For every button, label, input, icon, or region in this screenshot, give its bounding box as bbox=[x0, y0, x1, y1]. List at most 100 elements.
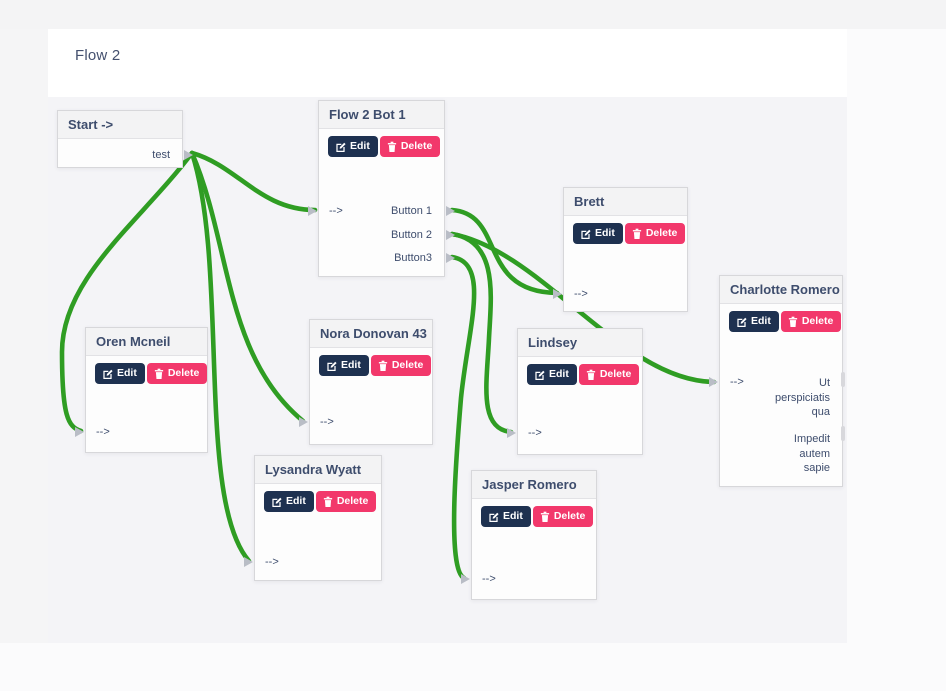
pencil-square-icon bbox=[534, 369, 545, 380]
port-arrow-icon bbox=[446, 206, 455, 216]
edit-button-label: Edit bbox=[595, 227, 615, 240]
output-port-flow2bot1-button-1[interactable]: Button 1 bbox=[391, 203, 455, 219]
delete-button-label: Delete bbox=[391, 359, 424, 372]
pencil-square-icon bbox=[488, 511, 499, 522]
trash-icon bbox=[378, 360, 388, 371]
delete-button[interactable]: Delete bbox=[578, 364, 640, 385]
connection-flow2bot1.button2-to-lindsey.in[interactable] bbox=[449, 231, 514, 435]
pencil-square-icon bbox=[580, 228, 591, 239]
flow-title: Flow 2 bbox=[75, 47, 121, 64]
node-lindsey[interactable]: Lindsey Edit Delete --> bbox=[507, 328, 643, 455]
connection-flow2bot1.button2-to-charlotte.in[interactable] bbox=[449, 231, 717, 385]
node-title: Lindsey bbox=[518, 329, 642, 357]
node-title: Brett bbox=[564, 188, 687, 216]
node-actions: Edit Delete bbox=[564, 216, 687, 244]
edit-button-label: Edit bbox=[341, 359, 361, 372]
delete-button[interactable]: Delete bbox=[780, 311, 842, 332]
delete-button-label: Delete bbox=[553, 510, 586, 523]
trash-icon bbox=[387, 141, 397, 152]
output-port-label: Button 1 bbox=[391, 205, 432, 217]
edit-button[interactable]: Edit bbox=[328, 136, 378, 157]
pencil-square-icon bbox=[736, 316, 747, 327]
input-port-brett[interactable]: --> bbox=[553, 286, 588, 302]
delete-button[interactable]: Delete bbox=[379, 136, 441, 157]
output-port-start-test[interactable]: test bbox=[152, 147, 193, 163]
input-port-lindsey[interactable]: --> bbox=[507, 425, 542, 441]
output-port-label: test bbox=[152, 149, 170, 161]
input-port-lysandra[interactable]: --> bbox=[244, 554, 279, 570]
connection-start.test-to-oren.in[interactable] bbox=[59, 150, 195, 434]
connection-start.test-to-lysandra.in[interactable] bbox=[189, 150, 252, 564]
connection-start.test-to-flow2bot1.in[interactable] bbox=[189, 150, 318, 213]
trash-icon bbox=[540, 511, 550, 522]
node-nora[interactable]: Nora Donovan 43 Edit Delete --> bbox=[299, 319, 433, 445]
delete-button[interactable]: Delete bbox=[370, 355, 432, 376]
node-title: Charlotte Romero bbox=[720, 276, 842, 304]
port-arrow-icon bbox=[461, 574, 470, 584]
input-port-flow2bot1[interactable]: --> bbox=[308, 203, 343, 219]
node-oren[interactable]: Oren Mcneil Edit Delete --> bbox=[75, 327, 208, 453]
node-title: Oren Mcneil bbox=[86, 328, 207, 356]
node-actions: Edit Delete bbox=[255, 484, 381, 512]
input-port-label: --> bbox=[528, 427, 542, 439]
input-port-label: --> bbox=[265, 556, 279, 568]
edit-button-label: Edit bbox=[751, 315, 771, 328]
delete-button-label: Delete bbox=[801, 315, 834, 328]
port-arrow-icon bbox=[709, 377, 718, 387]
output-port-stub[interactable] bbox=[841, 426, 845, 441]
edit-button[interactable]: Edit bbox=[729, 311, 779, 332]
node-actions: Edit Delete bbox=[86, 356, 208, 384]
edit-button[interactable]: Edit bbox=[264, 491, 314, 512]
port-arrow-icon bbox=[446, 230, 455, 240]
delete-button-label: Delete bbox=[167, 367, 200, 380]
node-flow2bot1[interactable]: Flow 2 Bot 1 Edit Delete --> Button 1 Butt… bbox=[308, 100, 455, 277]
output-port-label: Button3 bbox=[394, 252, 432, 264]
connection-flow2bot1.button3-to-jasper.in[interactable] bbox=[449, 254, 477, 581]
trash-icon bbox=[586, 369, 596, 380]
node-lysandra[interactable]: Lysandra Wyatt Edit Delete --> bbox=[244, 455, 382, 581]
pencil-square-icon bbox=[102, 368, 113, 379]
node-jasper[interactable]: Jasper Romero Edit Delete --> bbox=[461, 470, 597, 600]
delete-button[interactable]: Delete bbox=[315, 491, 377, 512]
edit-button-label: Edit bbox=[549, 368, 569, 381]
node-title: Flow 2 Bot 1 bbox=[319, 101, 444, 129]
node-brett[interactable]: Brett Edit Delete --> bbox=[553, 187, 688, 312]
port-arrow-icon bbox=[446, 253, 455, 263]
edit-button[interactable]: Edit bbox=[481, 506, 531, 527]
node-actions: Edit Delete bbox=[310, 348, 432, 376]
input-port-label: --> bbox=[96, 426, 110, 438]
input-port-oren[interactable]: --> bbox=[75, 424, 110, 440]
edit-button-label: Edit bbox=[117, 367, 137, 380]
output-port-flow2bot1-button3[interactable]: Button3 bbox=[394, 250, 455, 266]
output-port-stub[interactable] bbox=[841, 372, 845, 387]
edit-button[interactable]: Edit bbox=[573, 223, 623, 244]
port-arrow-icon bbox=[244, 557, 253, 567]
connection-flow2bot1.button1-to-brett.in[interactable] bbox=[449, 207, 560, 296]
edit-button[interactable]: Edit bbox=[95, 363, 145, 384]
node-title: Nora Donovan 43 bbox=[310, 320, 432, 348]
delete-button[interactable]: Delete bbox=[532, 506, 594, 527]
port-arrow-icon bbox=[507, 428, 516, 438]
output-port-flow2bot1-button-2[interactable]: Button 2 bbox=[391, 227, 455, 243]
edit-button[interactable]: Edit bbox=[319, 355, 369, 376]
delete-button[interactable]: Delete bbox=[146, 363, 208, 384]
delete-button[interactable]: Delete bbox=[624, 223, 686, 244]
edit-button[interactable]: Edit bbox=[527, 364, 577, 385]
input-port-nora[interactable]: --> bbox=[299, 414, 334, 430]
delete-button-label: Delete bbox=[645, 227, 678, 240]
node-actions: Edit Delete bbox=[720, 304, 842, 332]
node-title: Start -> bbox=[58, 111, 182, 139]
input-port-label: --> bbox=[482, 573, 496, 585]
input-port-jasper[interactable]: --> bbox=[461, 571, 496, 587]
connection-start.test-to-nora.in[interactable] bbox=[189, 150, 306, 424]
input-port-charlotte[interactable]: --> bbox=[709, 374, 744, 390]
node-start[interactable]: Start -> test bbox=[57, 110, 193, 168]
pencil-square-icon bbox=[335, 141, 346, 152]
left-strip bbox=[0, 29, 48, 643]
input-port-label: --> bbox=[574, 288, 588, 300]
